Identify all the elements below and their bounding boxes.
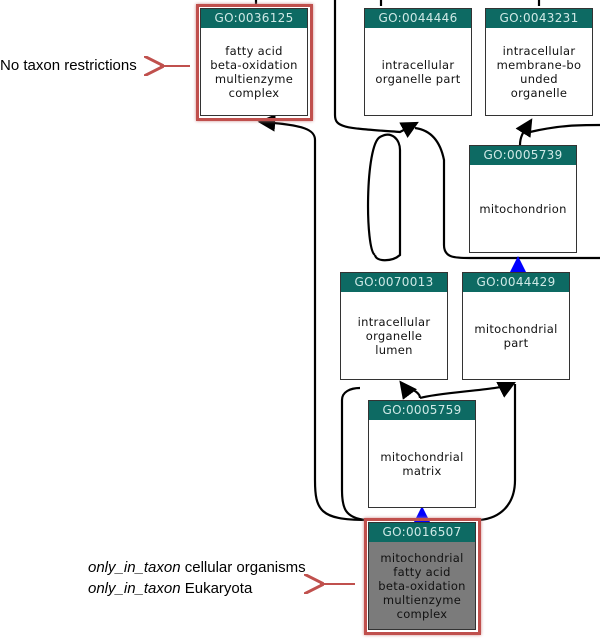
go-id: GO:0043231: [486, 9, 592, 28]
go-node-0016507[interactable]: GO:0016507 mitochondrial fatty acid beta-…: [368, 522, 476, 630]
edge: [340, 386, 367, 522]
go-term: mitochondrial fatty acid beta-oxidation …: [378, 550, 466, 621]
edge: [529, 123, 600, 134]
annotation-taxon-line: only_in_taxon Eukaryota: [88, 580, 252, 597]
go-id: GO:0005759: [369, 401, 475, 420]
go-node-0043231[interactable]: GO:0043231 intracellular membrane-bo unde…: [485, 8, 593, 116]
go-id: GO:0070013: [341, 273, 447, 292]
go-term: intracellular organelle part: [375, 57, 461, 86]
taxon-value: cellular organisms: [180, 559, 306, 576]
edge: [515, 118, 533, 146]
go-term: mitochondrial part: [474, 321, 558, 350]
edge: [414, 126, 600, 260]
edge: [257, 114, 367, 522]
highlight-frame: [196, 4, 313, 121]
go-node-0005759[interactable]: GO:0005759 mitochondrial matrix: [368, 400, 476, 508]
go-id: GO:0005739: [470, 146, 576, 165]
go-node-0044446[interactable]: GO:0044446 intracellular organelle part: [364, 8, 472, 116]
go-id: GO:0016507: [369, 523, 475, 542]
go-term: fatty acid beta-oxidation multienzyme co…: [210, 43, 298, 100]
edge: [333, 0, 419, 138]
go-term: mitochondrial matrix: [380, 449, 464, 478]
go-node-0044429[interactable]: GO:0044429 mitochondrial part: [462, 272, 570, 380]
edge: [419, 382, 516, 400]
annotation-no-taxon: No taxon restrictions: [0, 57, 137, 74]
go-node-0036125[interactable]: GO:0036125 fatty acid beta-oxidation mult…: [200, 8, 308, 116]
go-node-0070013[interactable]: GO:0070013 intracellular organelle lumen: [340, 272, 448, 380]
go-term: intracellular membrane-bo unded organell…: [496, 43, 582, 100]
annotation-taxon-line: only_in_taxon cellular organisms: [88, 559, 306, 576]
go-node-0005739[interactable]: GO:0005739 mitochondrion: [469, 145, 577, 253]
edge: [366, 133, 402, 262]
go-term: intracellular organelle lumen: [357, 314, 431, 357]
go-term: mitochondrion: [479, 201, 567, 216]
taxon-keyword: only_in_taxon: [88, 580, 181, 597]
edge: [479, 384, 517, 522]
highlight-frame: [364, 518, 481, 635]
go-id: GO:0044429: [463, 273, 569, 292]
edge: [399, 380, 422, 400]
go-id: GO:0036125: [201, 9, 307, 28]
taxon-keyword: only_in_taxon: [88, 559, 181, 576]
taxon-value: Eukaryota: [180, 580, 253, 597]
go-id: GO:0044446: [365, 9, 471, 28]
